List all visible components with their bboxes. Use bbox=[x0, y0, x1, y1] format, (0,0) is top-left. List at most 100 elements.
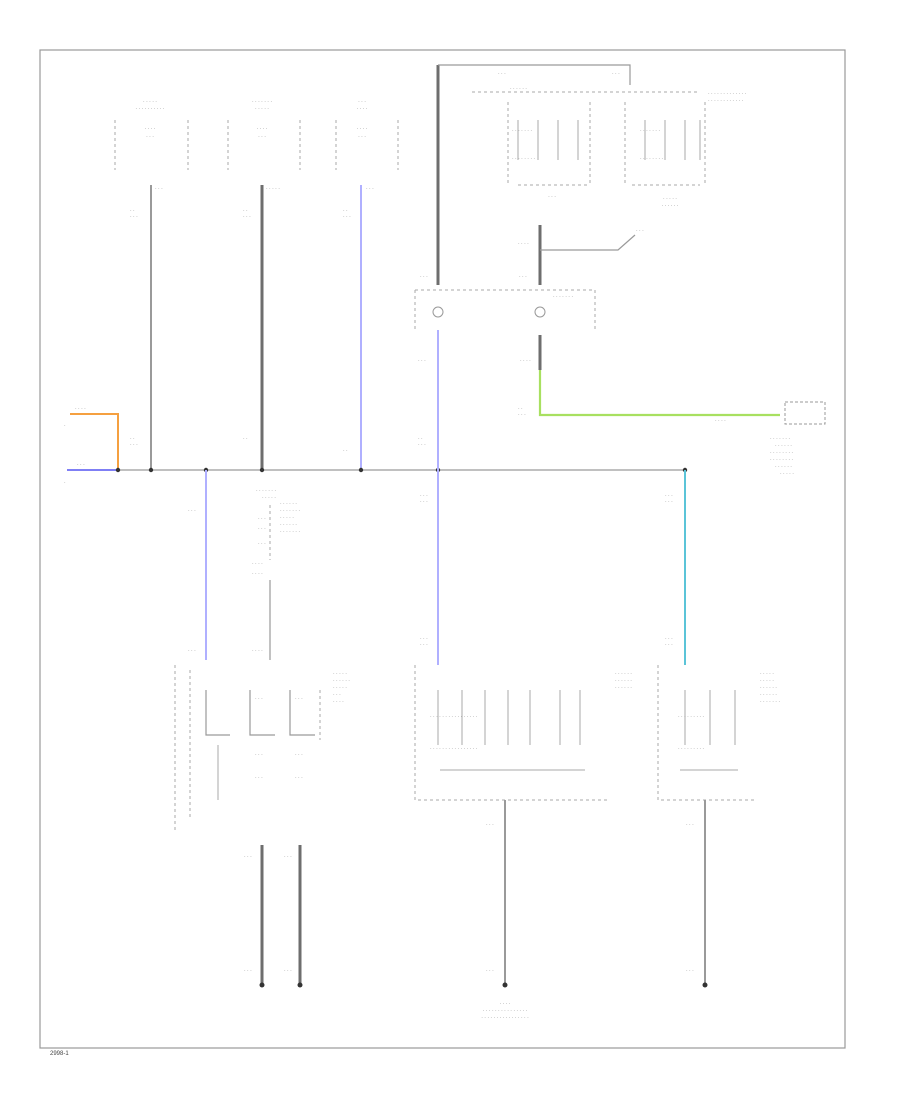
svg-text:·: · bbox=[64, 423, 66, 429]
control-unit: · · · · · · · bbox=[414, 289, 596, 330]
svg-text:· · · · · ·: · · · · · · bbox=[775, 464, 792, 470]
svg-text:· · ·: · · · bbox=[486, 968, 494, 974]
svg-text:· · ·: · · · bbox=[295, 696, 303, 702]
svg-text:·: · bbox=[64, 480, 66, 486]
svg-text:· · ·: · · · bbox=[498, 71, 506, 77]
svg-text:· · ·: · · · bbox=[612, 71, 620, 77]
svg-text:· · ·: · · · bbox=[243, 214, 251, 220]
switch-assembly-2: · · · · · · · · · · · · · · · · · · · · … bbox=[227, 99, 301, 192]
svg-text:· · ·: · · · bbox=[686, 968, 694, 974]
svg-text:· · · · · · · · ·: · · · · · · · · · bbox=[678, 746, 704, 752]
svg-text:· · · · · ·: · · · · · · bbox=[760, 692, 777, 698]
svg-text:· · · · ·: · · · · · bbox=[255, 106, 269, 112]
svg-text:· · ·: · · · bbox=[420, 274, 428, 280]
svg-text:· · · · · · · ·: · · · · · · · · bbox=[640, 156, 663, 162]
svg-text:· · ·: · · · bbox=[636, 228, 644, 234]
svg-text:· · · · · · ·: · · · · · · · bbox=[553, 294, 573, 300]
svg-text:· · · · ·: · · · · · bbox=[760, 671, 774, 677]
svg-text:· · · ·: · · · · bbox=[75, 406, 86, 412]
junction-node-1 bbox=[115, 467, 121, 473]
svg-text:· ·: · · bbox=[243, 436, 248, 442]
svg-text:· · · ·: · · · · bbox=[357, 126, 368, 132]
svg-text:· · · ·: · · · · bbox=[252, 561, 263, 567]
svg-text:· · ·: · · · bbox=[665, 493, 673, 499]
ground-node-3 bbox=[502, 982, 508, 988]
svg-text:· · ·: · · · bbox=[255, 696, 263, 702]
svg-text:· · ·: · · · bbox=[258, 526, 266, 532]
relay-box-1: · · · · · · · · · · · · · · · · · · bbox=[507, 102, 591, 200]
svg-text:· · · ·: · · · · bbox=[518, 241, 529, 247]
module-a: · · · · · · · · · · · · · · · · · · · · … bbox=[174, 665, 350, 830]
svg-text:· · · · ·: · · · · · bbox=[780, 471, 794, 477]
svg-text:· · ·: · · · bbox=[155, 186, 163, 192]
svg-text:· · ·: · · · bbox=[130, 442, 138, 448]
module-b: · · · · · · · · · · · · · · · · · · · · … bbox=[414, 665, 632, 801]
svg-text:· · ·: · · · bbox=[258, 541, 266, 547]
svg-text:· · · · · · · ·: · · · · · · · · bbox=[512, 156, 535, 162]
switch-assembly-3: · · · · · · · · · · · · · · · · · bbox=[335, 99, 399, 192]
junction-node-5 bbox=[358, 467, 364, 473]
green-wire bbox=[538, 370, 780, 417]
connector-block: · · · · · · · · · · · · · · · · · · · · … bbox=[252, 488, 300, 660]
ground-node-4 bbox=[702, 982, 708, 988]
svg-text:· · · · · · · ·: · · · · · · · · bbox=[770, 450, 793, 456]
svg-text:· ·: · · bbox=[343, 448, 348, 454]
svg-text:· · ·: · · · bbox=[244, 968, 252, 974]
svg-text:· · ·: · · · bbox=[420, 499, 428, 505]
svg-text:· · ·: · · · bbox=[358, 134, 366, 140]
svg-text:· · ·: · · · bbox=[188, 648, 196, 654]
svg-text:· · ·: · · · bbox=[255, 752, 263, 758]
svg-text:· · ·: · · · bbox=[146, 134, 154, 140]
svg-text:· · · · ·: · · · · · bbox=[266, 186, 280, 192]
svg-text:· ·: · · bbox=[243, 208, 248, 214]
svg-text:· · ·: · · · bbox=[418, 358, 426, 364]
svg-text:· · · · · · ·: · · · · · · · bbox=[280, 529, 300, 535]
svg-text:· · · · · · ·: · · · · · · · bbox=[770, 436, 790, 442]
svg-text:· · ·: · · · bbox=[665, 499, 673, 505]
engine-control-module: · · · · · · · · · · · · · · · · · · · · … bbox=[770, 401, 826, 477]
svg-text:· · · ·: · · · · bbox=[715, 418, 726, 424]
svg-text:· · ·: · · · bbox=[333, 692, 341, 698]
svg-text:· · ·: · · · bbox=[418, 442, 426, 448]
svg-text:· · · ·: · · · · bbox=[520, 358, 531, 364]
svg-text:· · ·: · · · bbox=[343, 214, 351, 220]
svg-text:· · · · · ·: · · · · · · bbox=[760, 685, 777, 691]
svg-text:· · · ·: · · · · bbox=[333, 699, 344, 705]
svg-text:· · ·: · · · bbox=[420, 642, 428, 648]
svg-text:· · · · · · · · · · · · ·: · · · · · · · · · · · · · bbox=[708, 91, 747, 97]
svg-text:· · · · · · · · · · · · · · ·: · · · · · · · · · · · · · · · · bbox=[430, 714, 478, 720]
svg-text:· · · · · ·: · · · · · · bbox=[280, 522, 297, 528]
svg-text:· · ·: · · · bbox=[284, 854, 292, 860]
svg-text:· · · · · · · ·: · · · · · · · · bbox=[770, 457, 793, 463]
svg-text:· · · ·: · · · · bbox=[252, 571, 263, 577]
svg-text:· · · · · ·: · · · · · · bbox=[662, 203, 679, 209]
svg-text:· · · · · · ·: · · · · · · · bbox=[256, 488, 276, 494]
svg-text:· · · · · · · · · · · · · · ·: · · · · · · · · · · · · · · · · bbox=[430, 746, 478, 752]
svg-text:· · ·: · · · bbox=[295, 752, 303, 758]
svg-text:· · ·: · · · bbox=[420, 636, 428, 642]
svg-text:· · ·: · · · bbox=[358, 99, 366, 105]
svg-text:· ·: · · bbox=[343, 208, 348, 214]
svg-text:· · · · · ·: · · · · · · bbox=[280, 501, 297, 507]
svg-text:· · · · · ·: · · · · · · bbox=[615, 678, 632, 684]
svg-text:· ·: · · bbox=[518, 406, 523, 412]
module-c: · · · · · · · · · · · · · · · · · · · · … bbox=[657, 665, 780, 801]
svg-text:· · · · ·: · · · · · bbox=[333, 685, 347, 691]
svg-text:· · ·: · · · bbox=[519, 274, 527, 280]
svg-text:· · ·: · · · bbox=[77, 462, 85, 468]
svg-text:· · · · · · · · ·: · · · · · · · · · bbox=[678, 714, 704, 720]
svg-text:· ·: · · bbox=[130, 208, 135, 214]
junction-node-2 bbox=[148, 467, 154, 473]
svg-text:· · ·: · · · bbox=[686, 822, 694, 828]
svg-text:· · · ·: · · · · bbox=[357, 106, 368, 112]
svg-text:· ·: · · bbox=[130, 436, 135, 442]
svg-text:· · ·: · · · bbox=[130, 214, 138, 220]
svg-text:· · ·: · · · bbox=[295, 775, 303, 781]
svg-text:· · · · · ·: · · · · · · bbox=[775, 443, 792, 449]
svg-text:· · ·: · · · bbox=[518, 412, 526, 418]
svg-text:· · · · · · · · · ·: · · · · · · · · · · bbox=[135, 106, 164, 112]
svg-text:· · ·: · · · bbox=[258, 516, 266, 522]
svg-text:· · · · · ·: · · · · · · bbox=[615, 671, 632, 677]
svg-text:· · · · · ·: · · · · · · bbox=[615, 685, 632, 691]
